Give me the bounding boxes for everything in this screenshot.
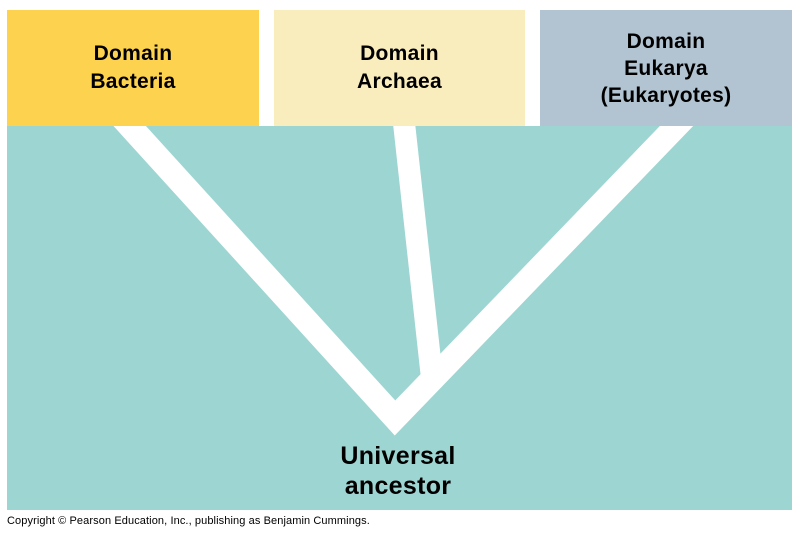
universal-ancestor-label-line1: Universal <box>340 442 456 470</box>
universal-ancestor-label-line2: ancestor <box>344 472 452 500</box>
domain-bacteria-label-line2: Bacteria <box>90 70 176 93</box>
domain-archaea-label-line1: Domain <box>360 42 439 65</box>
domain-bacteria-label: Domain Bacteria <box>90 40 175 96</box>
copyright-text: Copyright © Pearson Education, Inc., pub… <box>7 515 370 527</box>
domain-archaea-label: Domain Archaea <box>357 40 442 96</box>
archaea-branch <box>392 112 443 380</box>
domain-archaea-box: Domain Archaea <box>274 10 525 126</box>
domain-eukarya-label: Domain Eukarya (Eukaryotes) <box>601 28 732 109</box>
tree-background-field <box>7 126 792 510</box>
universal-ancestor-label: Universal ancestor <box>248 441 548 501</box>
domain-archaea-label-line2: Archaea <box>357 70 442 93</box>
domain-eukarya-label-line1: Domain <box>626 29 706 53</box>
domain-eukarya-box: Domain Eukarya (Eukaryotes) <box>540 10 792 126</box>
domain-bacteria-box: Domain Bacteria <box>7 10 259 126</box>
domain-eukarya-label-line2: Eukarya <box>624 56 708 80</box>
domain-eukarya-label-line3: (Eukaryotes) <box>600 83 732 107</box>
domain-bacteria-label-line1: Domain <box>93 42 173 65</box>
bacteria-eukarya-branch <box>108 103 699 436</box>
